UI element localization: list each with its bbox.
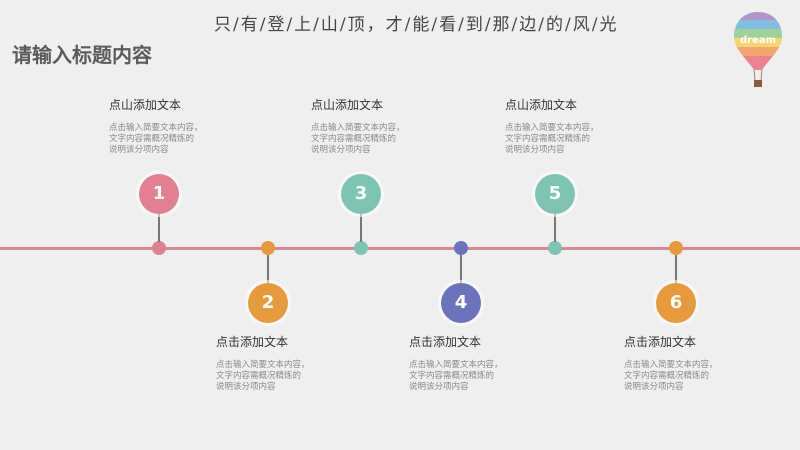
step-desc-line: 点击输入简要文本内容，: [311, 123, 405, 133]
timeline-stem-5: [554, 214, 556, 242]
step-desc-line: 说明该分项内容: [216, 382, 276, 392]
step-desc-line: 文字内容需概况精炼的: [109, 134, 195, 144]
step-desc-line: 文字内容需概况精炼的: [624, 371, 710, 381]
balloon-icon: dream: [734, 12, 782, 87]
step-desc-line: 说明该分项内容: [311, 145, 371, 155]
step-title-2[interactable]: 点击添加文本: [216, 335, 289, 349]
step-desc-3[interactable]: 点击输入简要文本内容，文字内容需概况精炼的说明该分项内容: [311, 123, 405, 156]
step-desc-line: 点击输入简要文本内容，: [109, 123, 203, 133]
step-desc-line: 点击输入简要文本内容，: [624, 360, 718, 370]
step-title-1[interactable]: 点山添加文本: [109, 98, 182, 112]
timeline-dot-5: [548, 241, 562, 255]
timeline-stem-6: [675, 255, 677, 283]
step-desc-line: 说明该分项内容: [624, 382, 684, 392]
step-desc-6[interactable]: 点击输入简要文本内容，文字内容需概况精炼的说明该分项内容: [624, 360, 718, 393]
timeline-dot-3: [354, 241, 368, 255]
step-number-5: 5: [535, 174, 575, 214]
step-desc-5[interactable]: 点击输入简要文本内容，文字内容需概况精炼的说明该分项内容: [505, 123, 599, 156]
balloon-word: dream: [740, 35, 776, 46]
step-desc-line: 点击输入简要文本内容，: [216, 360, 310, 370]
step-desc-line: 点击输入简要文本内容，: [409, 360, 503, 370]
step-number-4: 4: [441, 283, 481, 323]
step-desc-line: 文字内容需概况精炼的: [216, 371, 302, 381]
timeline-stem-2: [267, 255, 269, 283]
timeline-stem-3: [360, 214, 362, 242]
step-desc-line: 说明该分项内容: [505, 145, 565, 155]
step-desc-line: 说明该分项内容: [409, 382, 469, 392]
step-desc-line: 文字内容需概况精炼的: [311, 134, 397, 144]
page-title[interactable]: 请输入标题内容: [12, 43, 152, 67]
step-title-5[interactable]: 点山添加文本: [505, 98, 578, 112]
timeline-stem-4: [460, 255, 462, 283]
step-title-3[interactable]: 点山添加文本: [311, 98, 384, 112]
timeline-dot-6: [669, 241, 683, 255]
timeline-dot-1: [152, 241, 166, 255]
step-title-6[interactable]: 点击添加文本: [624, 335, 697, 349]
step-desc-2[interactable]: 点击输入简要文本内容，文字内容需概况精炼的说明该分项内容: [216, 360, 310, 393]
step-desc-line: 文字内容需概况精炼的: [409, 371, 495, 381]
step-desc-line: 文字内容需概况精炼的: [505, 134, 591, 144]
timeline-line: [0, 247, 800, 250]
step-number-1: 1: [139, 174, 179, 214]
step-number-3: 3: [341, 174, 381, 214]
step-title-4[interactable]: 点击添加文本: [409, 335, 482, 349]
step-number-6: 6: [656, 283, 696, 323]
step-desc-line: 点击输入简要文本内容，: [505, 123, 599, 133]
step-number-2: 2: [248, 283, 288, 323]
step-desc-line: 说明该分项内容: [109, 145, 169, 155]
timeline-stem-1: [158, 214, 160, 242]
step-desc-1[interactable]: 点击输入简要文本内容，文字内容需概况精炼的说明该分项内容: [109, 123, 203, 156]
motto-text: 只/有/登/上/山/顶，才/能/看/到/那/边/的/风/光: [214, 15, 619, 35]
timeline-dot-2: [261, 241, 275, 255]
step-desc-4[interactable]: 点击输入简要文本内容，文字内容需概况精炼的说明该分项内容: [409, 360, 503, 393]
timeline-dot-4: [454, 241, 468, 255]
